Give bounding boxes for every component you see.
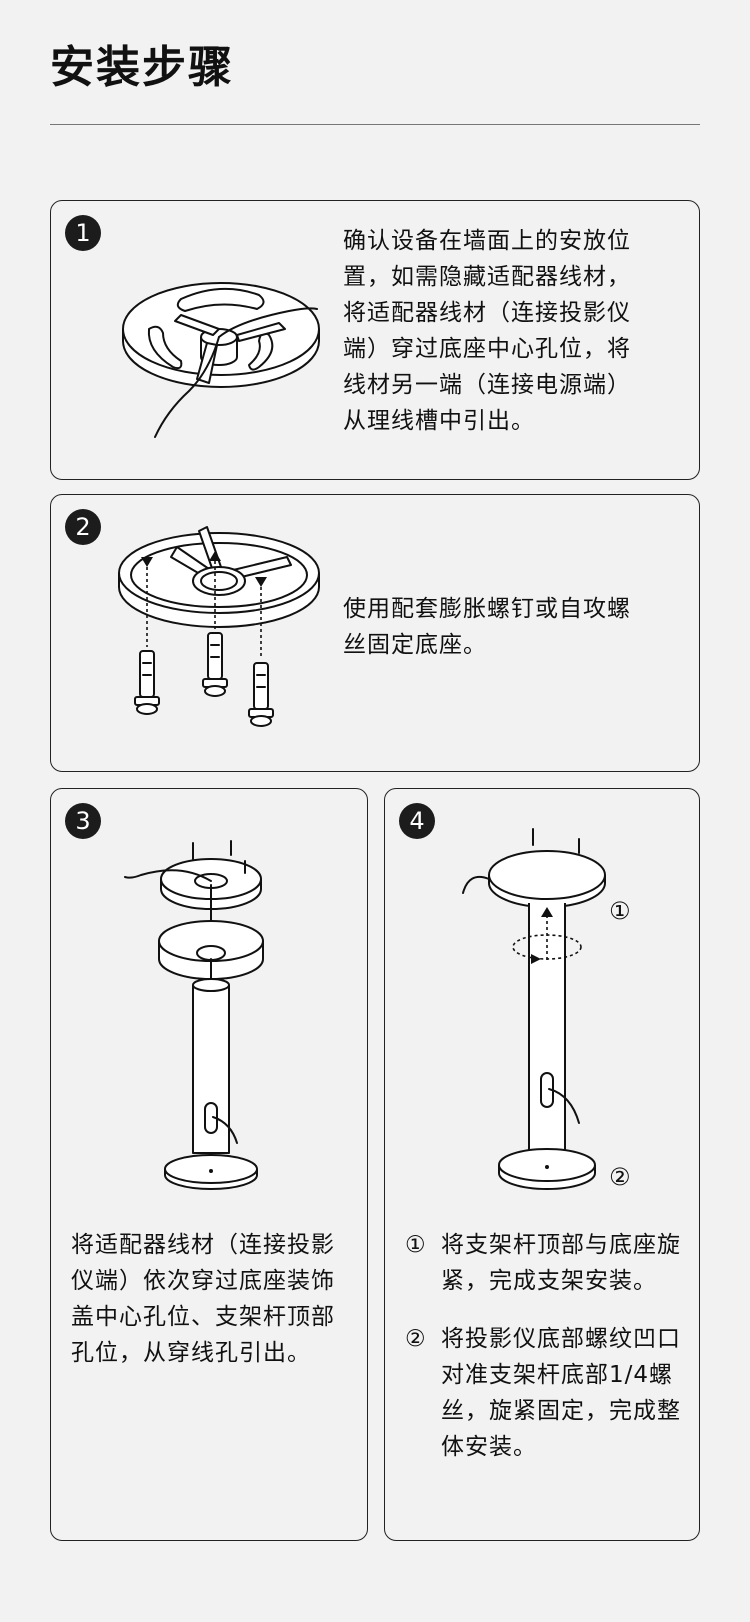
step-3-text: 将适配器线材（连接投影仪端）依次穿过底座装饰盖中心孔位、支架杆顶部孔位，从穿线孔…	[71, 1232, 335, 1366]
step-1-card: 1 确认设备在墙面上的安放位置，如需隐藏适配器线材，将适配器线材（连接投影仪端）…	[50, 200, 700, 480]
step-4-callout-1: ①	[609, 897, 632, 925]
step-1-badge: 1	[65, 215, 101, 251]
step-4-illustration	[462, 828, 606, 1190]
step-2-badge: 2	[65, 509, 101, 545]
step-4-item-2-text: 将投影仪底部螺纹凹口对准支架杆底部1/4螺丝，旋紧固定，完成整体安装。	[441, 1326, 681, 1460]
step-4-item-2: ② 将投影仪底部螺纹凹口对准支架杆底部1/4螺丝，旋紧固定，完成整体安装。	[405, 1321, 685, 1465]
page-title: 安装步骤	[50, 42, 234, 93]
title-divider	[50, 124, 700, 125]
step-4-callout-2: ②	[609, 1163, 632, 1191]
step-3-card: 3 将适配器线材（连接投影仪端）依次穿过底座装饰盖中心孔位、支架杆顶部孔位，从穿…	[50, 788, 368, 1541]
step-2-illustration	[118, 526, 320, 727]
step-3-illustration	[124, 840, 264, 1190]
step-4-item-2-number: ②	[405, 1326, 427, 1352]
step-1-text: 确认设备在墙面上的安放位置，如需隐藏适配器线材，将适配器线材（连接投影仪端）穿过…	[343, 228, 631, 434]
step-4-item-1-number: ①	[405, 1232, 427, 1258]
step-4-item-1: ① 将支架杆顶部与底座旋紧，完成支架安装。	[405, 1227, 685, 1299]
step-4-card: 4 ① ② ① 将支架杆顶部与底座旋紧，完成支架安装。 ② 将投影仪底部螺纹凹口…	[384, 788, 700, 1541]
step-4-badge: 4	[399, 803, 435, 839]
step-2-text: 使用配套膨胀螺钉或自攻螺丝固定底座。	[343, 596, 631, 658]
step-1-illustration	[122, 282, 320, 438]
step-4-item-1-text: 将支架杆顶部与底座旋紧，完成支架安装。	[441, 1232, 681, 1294]
step-3-badge: 3	[65, 803, 101, 839]
step-4-instructions: ① 将支架杆顶部与底座旋紧，完成支架安装。 ② 将投影仪底部螺纹凹口对准支架杆底…	[405, 1227, 685, 1465]
step-2-card: 2	[50, 494, 700, 772]
